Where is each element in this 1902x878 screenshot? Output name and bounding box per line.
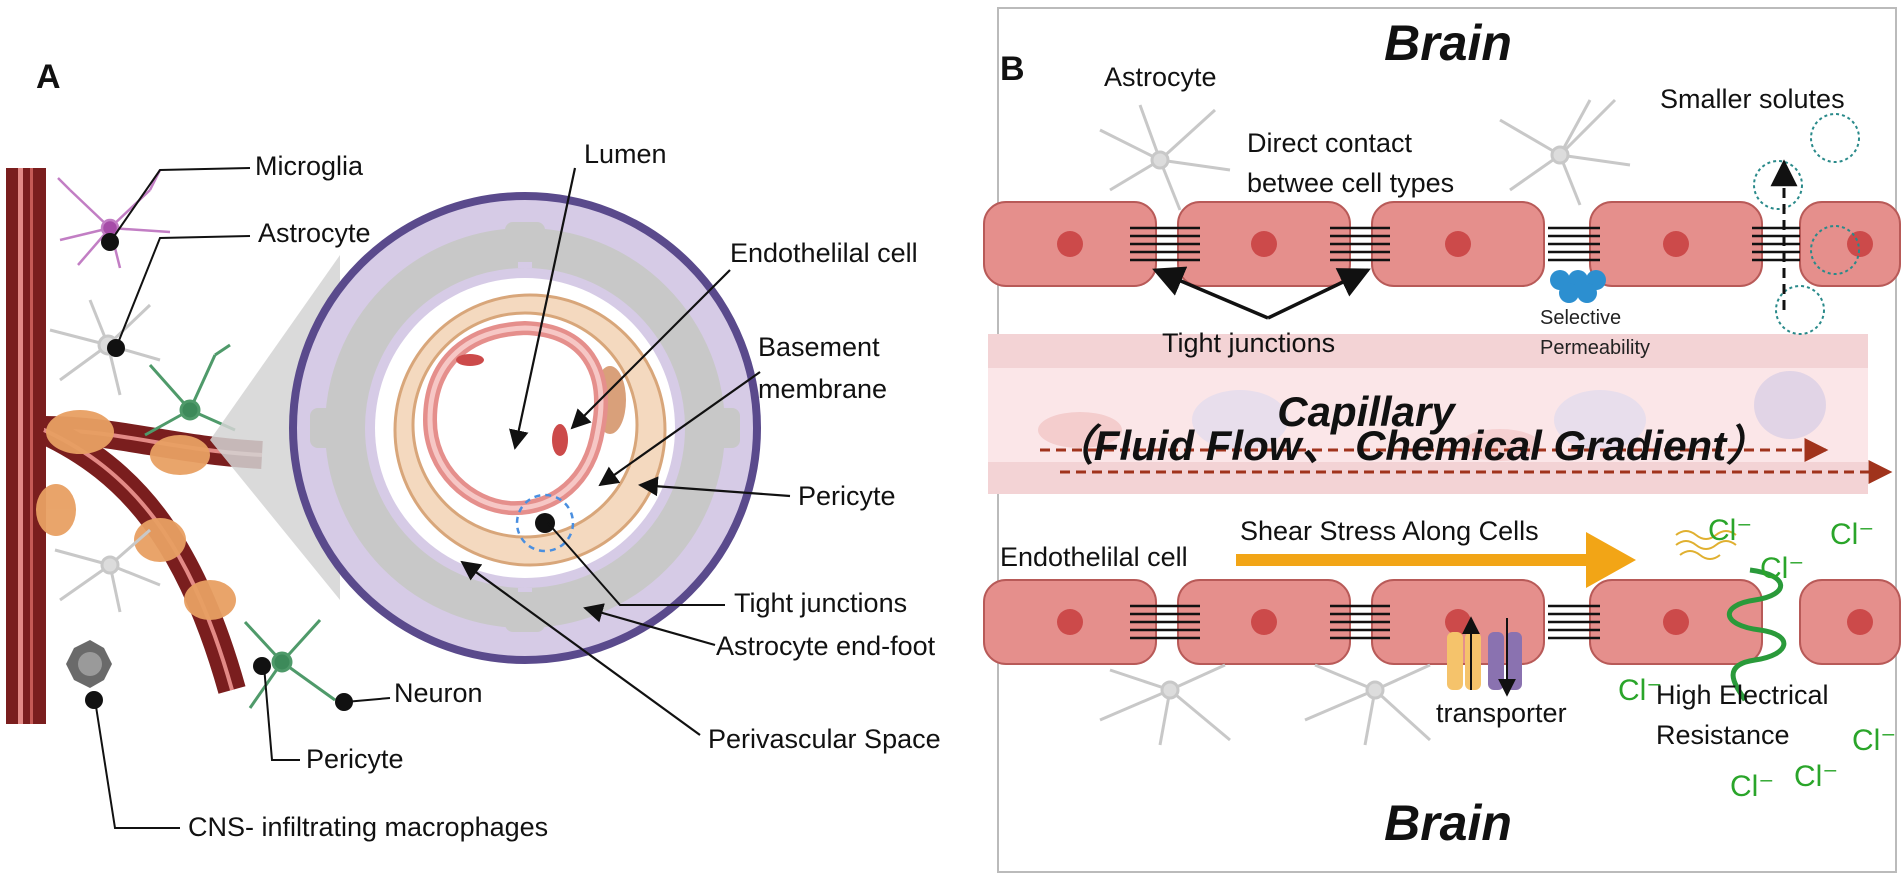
label-basement-membrane-line2: membrane	[758, 374, 887, 404]
astrocytes-top	[1099, 98, 1631, 211]
label-neuron: Neuron	[394, 678, 483, 708]
endothelial-row-bottom	[983, 579, 1901, 665]
label-selective-line1: Selective	[1540, 307, 1621, 329]
tight-junction-arrows	[1152, 266, 1371, 320]
chloride-ion: Cl⁻	[1618, 674, 1662, 707]
tight-junction-lines-top	[1130, 226, 1800, 262]
endothelial-row-top	[983, 201, 1901, 287]
smaller-solutes-particles	[1753, 113, 1860, 335]
transporters	[1447, 616, 1522, 697]
brain-top-label: Brain	[1384, 15, 1512, 71]
chloride-ion: Cl⁻	[1794, 760, 1838, 793]
label-perivascular-space: Perivascular Space	[708, 724, 941, 754]
label-shear-stress: Shear Stress Along Cells	[1240, 516, 1539, 546]
label-high-resistance-line2: Resistance	[1656, 720, 1790, 750]
brain-bottom-label: Brain	[1384, 795, 1512, 851]
label-selective-line2: Permeability	[1540, 337, 1650, 359]
label-capillary: Capillary	[1277, 388, 1457, 435]
chloride-ion: Cl⁻	[1830, 518, 1874, 551]
label-pericyte-bottom: Pericyte	[306, 744, 404, 774]
label-basement-membrane-line1: Basement	[758, 332, 880, 362]
chloride-ion: Cl⁻	[1760, 552, 1804, 585]
panel-a-arrows	[460, 167, 791, 736]
panel-a-letter: A	[36, 58, 61, 96]
chloride-ion: Cl⁻	[1730, 770, 1774, 803]
ion-cluster	[1675, 530, 1737, 560]
label-b-astrocyte: Astrocyte	[1104, 62, 1217, 92]
astrocyte-cell	[49, 299, 161, 396]
panel-a: A	[6, 58, 941, 842]
chloride-ion: Cl⁻	[1708, 514, 1752, 547]
vessel-cross-section	[289, 192, 761, 664]
label-smaller-solutes: Smaller solutes	[1660, 84, 1845, 114]
shear-stress-arrow	[1236, 532, 1636, 588]
label-endothelial-cell: Endothelilal cell	[730, 238, 918, 268]
label-transporter: transporter	[1436, 698, 1567, 728]
panel-b: B Brain Brain	[983, 7, 1901, 873]
label-tight-junctions: Tight junctions	[734, 588, 907, 618]
label-microglia: Microglia	[255, 151, 364, 181]
label-b-endothelial-cell: Endothelilal cell	[1000, 542, 1188, 572]
label-b-tight-junctions: Tight junctions	[1162, 328, 1335, 358]
ion-channel-coil	[1726, 567, 1787, 702]
chloride-ion: Cl⁻	[1852, 724, 1896, 757]
label-lumen: Lumen	[584, 139, 667, 169]
label-high-resistance-line1: High Electrical	[1656, 680, 1829, 710]
panel-a-leader-dots	[85, 233, 353, 711]
panel-a-leader-lines	[94, 167, 725, 829]
flow-arrows	[1040, 438, 1893, 484]
label-astrocyte: Astrocyte	[258, 218, 371, 248]
label-direct-contact-line1: Direct contact	[1247, 128, 1413, 158]
astrocyte-cell-lower	[54, 528, 161, 613]
astrocytes-bottom	[1099, 663, 1432, 746]
tight-junction-lines-bottom	[1130, 604, 1600, 640]
label-astrocyte-end-foot: Astrocyte end-foot	[716, 631, 936, 661]
label-macrophages: CNS- infiltrating macrophages	[188, 812, 548, 842]
selective-permeability-molecules	[1550, 270, 1606, 303]
capillary-band	[988, 334, 1868, 494]
label-direct-contact-line2: betwee cell types	[1247, 168, 1454, 198]
pericyte-cluster	[36, 410, 236, 620]
label-pericyte-right: Pericyte	[798, 481, 896, 511]
macrophage-cell	[66, 640, 112, 688]
panel-b-letter: B	[1000, 50, 1025, 88]
label-fluid-flow: （Fluid Flow、 Chemical Gradient）	[1052, 422, 1768, 469]
